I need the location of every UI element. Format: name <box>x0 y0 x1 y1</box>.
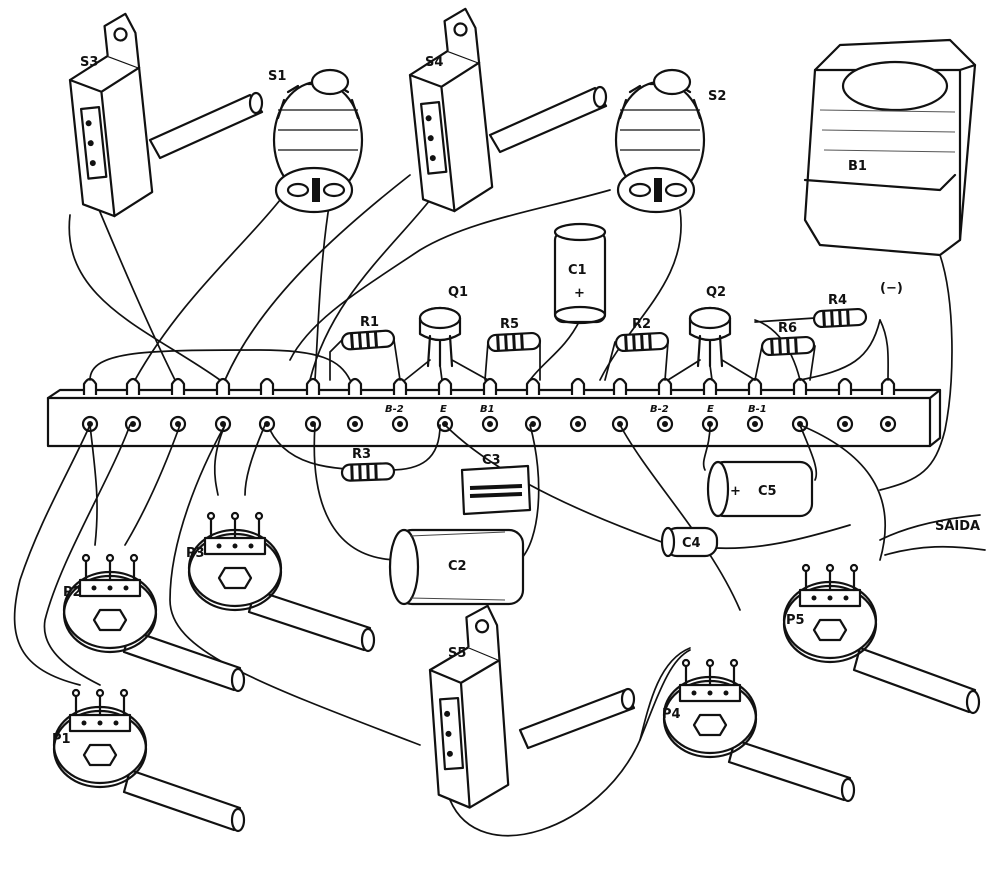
strip-eyelet-hole <box>885 421 891 427</box>
strip-lugs <box>82 377 896 395</box>
transistor-q2: Q2 <box>667 285 756 381</box>
label-s4: S4 <box>425 55 443 70</box>
strip-eyelet-hole <box>752 421 758 427</box>
label-p1: P1 <box>52 732 71 747</box>
strip-lug <box>525 377 541 395</box>
strip-lug <box>392 377 408 395</box>
strip-lug <box>837 377 853 395</box>
label-saida: SAÍDA <box>935 518 980 534</box>
strip-lug <box>82 377 98 395</box>
switch-s3: S3 <box>62 11 264 221</box>
strip-eyelet-hole <box>130 421 136 427</box>
strip-eyelet-hole <box>575 421 581 427</box>
resistor-r3: R3 <box>340 447 396 483</box>
strip-lug <box>215 377 231 395</box>
strip-lug <box>880 377 896 395</box>
jack-s1: S1 <box>268 68 364 214</box>
label-q2: Q2 <box>706 285 726 300</box>
capacitor-c2: C2 <box>388 528 525 606</box>
capacitor-c3: C3 <box>460 453 532 516</box>
transistor-q1: Q1 <box>404 285 489 381</box>
label-r3: R3 <box>352 447 371 462</box>
capacitor-c1: C1 + <box>553 222 607 325</box>
potentiometer-p1: P1 <box>52 688 246 833</box>
strip-lug <box>657 377 673 395</box>
capacitor-c4: C4 <box>660 526 719 558</box>
label-q1: Q1 <box>448 285 468 300</box>
potentiometer-p5: P5 <box>782 563 981 715</box>
label-p2: P2 <box>63 585 82 600</box>
label-c5: C5 <box>758 484 777 499</box>
resistor-r1: R1 <box>329 315 401 381</box>
resistor-r4: R4 <box>754 293 868 329</box>
label-r5: R5 <box>500 317 519 332</box>
strip-eyelet-hole <box>662 421 668 427</box>
potentiometer-p3: P3 <box>186 511 376 653</box>
strip-lug <box>170 377 186 395</box>
label-c4: C4 <box>682 536 701 551</box>
wires <box>13 174 986 837</box>
label-r1: R1 <box>360 315 379 330</box>
strip-eyelet-hole <box>397 421 403 427</box>
label-s2: S2 <box>708 89 726 104</box>
strip-lug <box>125 377 141 395</box>
pin-label-q2-b2: B-2 <box>650 404 669 415</box>
switch-s5: S5 <box>424 604 636 811</box>
pin-label-q2-b1: B-1 <box>748 404 767 415</box>
label-minus: (−) <box>880 281 903 296</box>
strip-lug <box>347 377 363 395</box>
potentiometer-p2: P2 <box>62 553 246 693</box>
strip-eyelet-hole <box>487 421 493 427</box>
label-c3: C3 <box>482 453 501 468</box>
resistor-r2: R2 <box>604 317 670 381</box>
pin-label-q1-b2: B-2 <box>385 404 404 415</box>
label-c1: C1 <box>568 263 587 278</box>
strip-eyelet-hole <box>352 421 358 427</box>
strip-lug <box>305 377 321 395</box>
pin-label-q2-e: E <box>707 404 714 415</box>
label-p4: P4 <box>662 707 681 722</box>
potentiometer-p4: P4 <box>662 658 856 803</box>
strip-lug <box>482 377 498 395</box>
strip-lug <box>437 377 453 395</box>
battery-b1: B1 (−) <box>803 38 977 296</box>
strip-eyelet-hole <box>707 421 713 427</box>
label-r4: R4 <box>828 293 847 308</box>
label-s5: S5 <box>448 646 466 661</box>
label-b1: B1 <box>848 159 867 174</box>
resistor-r5: R5 <box>484 317 542 381</box>
switch-s4: S4 <box>402 6 608 216</box>
label-p5: P5 <box>786 613 805 628</box>
strip-eyelet-hole <box>842 421 848 427</box>
label-s1: S1 <box>268 69 286 84</box>
strip-eyelet-hole <box>617 421 623 427</box>
pin-label-q1-e: E <box>440 404 447 415</box>
strip-lug <box>570 377 586 395</box>
label-c1-plus: + <box>574 286 585 301</box>
strip-lug <box>792 377 808 395</box>
label-c5-plus: + <box>730 484 741 499</box>
label-r2: R2 <box>632 317 651 332</box>
strip-lug <box>702 377 718 395</box>
strip-lug <box>612 377 628 395</box>
strip-eyelet-hole <box>87 421 93 427</box>
label-s3: S3 <box>80 55 98 70</box>
jack-s2: S2 <box>614 68 726 214</box>
capacitor-c5: + C5 <box>706 460 814 518</box>
label-p3: P3 <box>186 546 205 561</box>
label-c2: C2 <box>448 559 467 574</box>
resistor-r6: R6 <box>754 321 816 381</box>
label-r6: R6 <box>778 321 797 336</box>
strip-lug <box>259 377 275 395</box>
pin-label-q1-b1: B1 <box>480 404 495 415</box>
strip-lug <box>747 377 763 395</box>
strip-eyelet-hole <box>530 421 536 427</box>
